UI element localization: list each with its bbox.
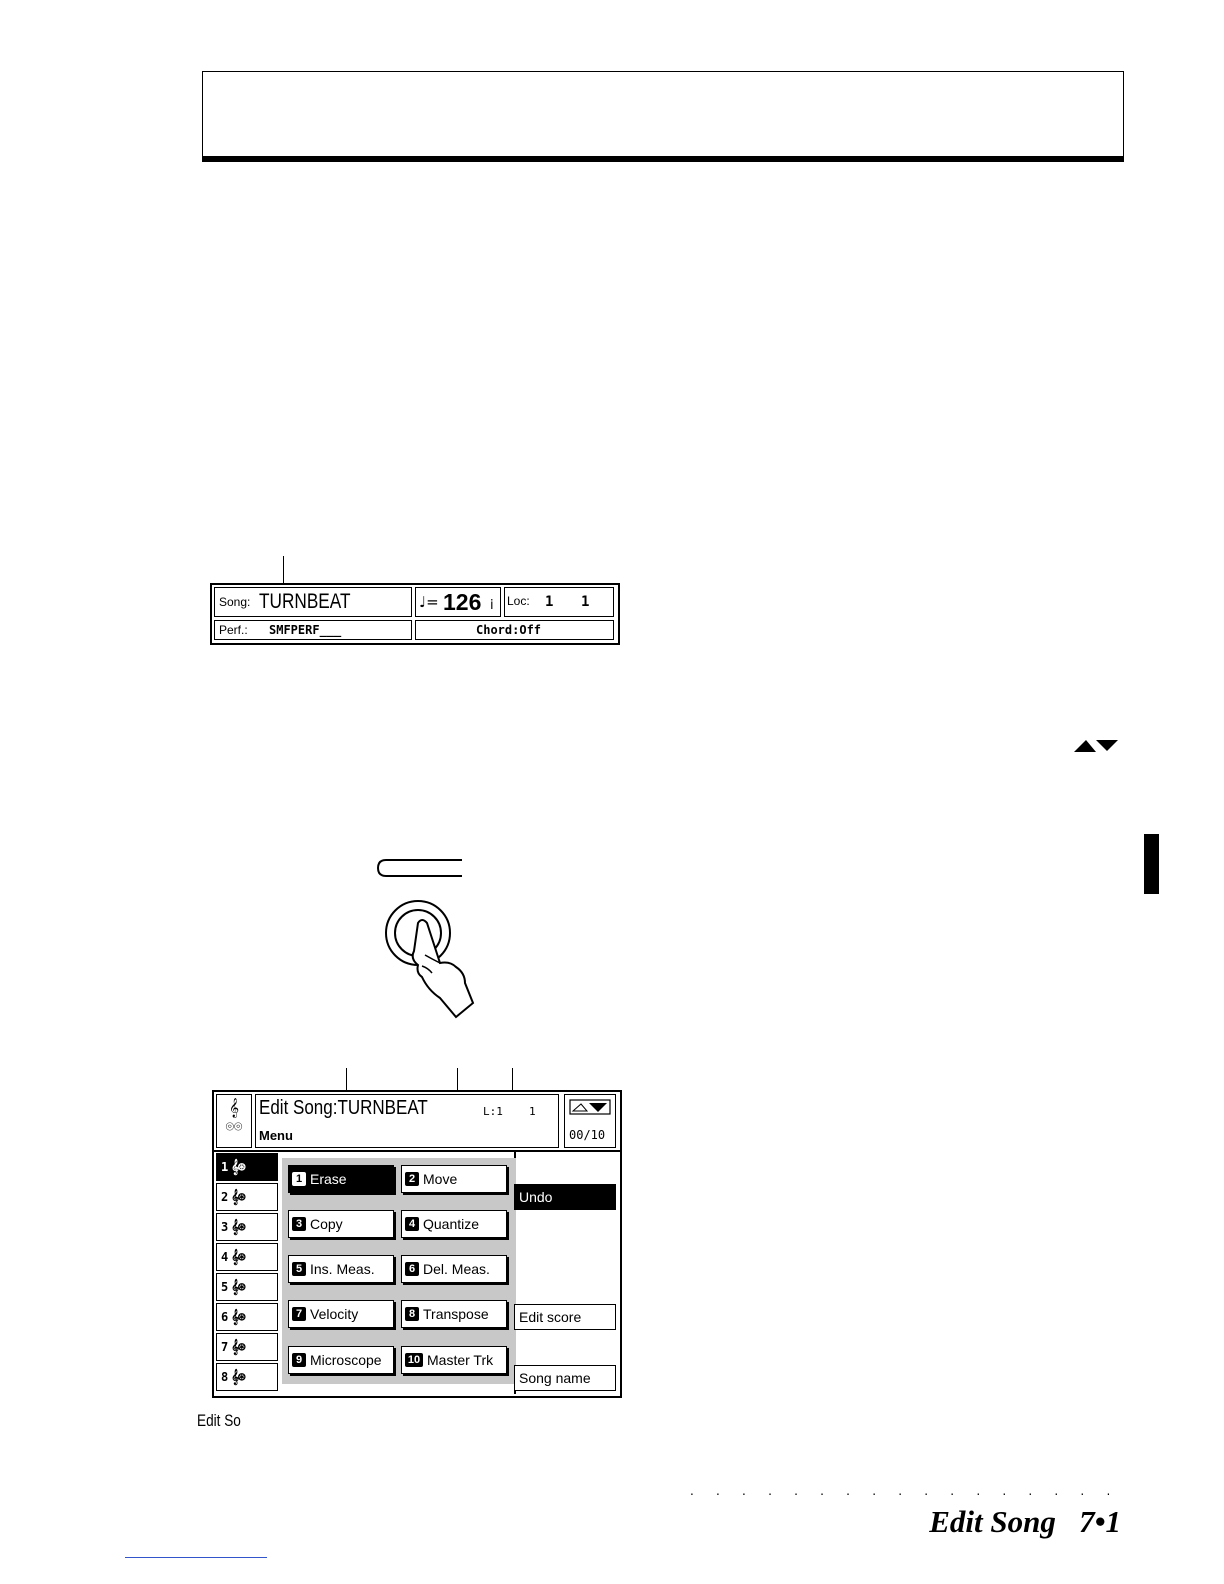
- song-status-display: Song: TURNBEAT ♩= 126 i Loc: 1 1 Perf.: …: [210, 583, 620, 645]
- track-icon: 𝄞⊛: [231, 1309, 245, 1325]
- track-icon: 𝄞⊛: [231, 1189, 245, 1205]
- song-name-button[interactable]: Song name: [514, 1365, 616, 1391]
- footer-dot-rule: . . . . . . . . . . . . . . . . . . . . …: [690, 1484, 1122, 1498]
- track-icon: 𝄞⊛: [231, 1249, 245, 1265]
- tempo-field[interactable]: ♩= 126 i: [415, 587, 501, 617]
- track-button-5[interactable]: 5𝄞⊛: [216, 1273, 278, 1301]
- chord-value: Chord:Off: [476, 623, 542, 637]
- page-scroll-box[interactable]: 00/10: [564, 1094, 616, 1148]
- title-box: Edit Song:TURNBEAT Menu L:1 1: [255, 1094, 559, 1148]
- undo-button[interactable]: Undo: [514, 1184, 616, 1210]
- up-down-arrows-icon[interactable]: [569, 1099, 611, 1115]
- chapter-tab-marker: [1144, 834, 1159, 894]
- track-icon: 𝄞⊛: [231, 1279, 245, 1295]
- loc-beat-readout: 1: [529, 1105, 536, 1118]
- track-button-7[interactable]: 7𝄞⊛: [216, 1333, 278, 1361]
- performance-field[interactable]: Perf.: SMFPERF___: [214, 620, 412, 640]
- loc-measure: 1: [545, 594, 554, 610]
- screen-title: Edit Song:TURNBEAT: [259, 1097, 428, 1119]
- track-icon: 𝄞⊛: [231, 1339, 245, 1355]
- song-label: Song:: [219, 595, 251, 609]
- perf-value: SMFPERF___: [269, 623, 342, 637]
- header-divider: [214, 1150, 620, 1152]
- perf-label: Perf.:: [219, 623, 248, 637]
- song-field[interactable]: Song: TURNBEAT: [214, 587, 412, 617]
- footer-page-title: Edit Song 7•1: [929, 1504, 1121, 1539]
- track-button-6[interactable]: 6𝄞⊛: [216, 1303, 278, 1331]
- figure-caption: Edit So: [197, 1411, 241, 1430]
- track-button-1[interactable]: 1𝄞⊛: [216, 1153, 278, 1181]
- track-icon: 𝄞⊛: [231, 1159, 245, 1175]
- callout-line: [512, 1068, 513, 1110]
- tempo-symbol: ♩=: [419, 593, 439, 611]
- track-button-3[interactable]: 3𝄞⊛: [216, 1213, 278, 1241]
- staff-icon: 𝄞: [228, 1098, 240, 1118]
- track-icon: 𝄞⊛: [231, 1369, 245, 1385]
- up-down-arrows-icon: [1074, 740, 1118, 752]
- sequencer-icon-box: 𝄞 ⌾⌾: [216, 1094, 252, 1148]
- loc-beat: 1: [581, 594, 590, 610]
- tempo-suffix: i: [490, 598, 494, 613]
- track-button-8[interactable]: 8𝄞⊛: [216, 1363, 278, 1391]
- track-button-4[interactable]: 4𝄞⊛: [216, 1243, 278, 1271]
- press-button-illustration: [376, 859, 475, 1019]
- location-field[interactable]: Loc: 1 1: [504, 587, 614, 617]
- track-button-2[interactable]: 2𝄞⊛: [216, 1183, 278, 1211]
- track-icon: 𝄞⊛: [231, 1219, 245, 1235]
- loc-readout: L:1: [483, 1105, 503, 1118]
- chord-field[interactable]: Chord:Off: [415, 620, 614, 640]
- loc-label: Loc:: [507, 594, 530, 608]
- song-name: TURNBEAT: [259, 590, 351, 613]
- edit-song-display: 𝄞 ⌾⌾ Edit Song:TURNBEAT Menu L:1 1 00/10: [212, 1090, 622, 1398]
- page-counter: 00/10: [569, 1128, 606, 1142]
- tape-icon: ⌾⌾: [225, 1119, 243, 1135]
- chapter-header-bar: [202, 71, 1124, 157]
- footer-link-rule: [125, 1557, 267, 1558]
- edit-score-button[interactable]: Edit score: [514, 1304, 616, 1330]
- callout-line: [283, 556, 284, 598]
- tempo-value: 126: [443, 589, 482, 615]
- screen-subtitle: Menu: [259, 1128, 293, 1143]
